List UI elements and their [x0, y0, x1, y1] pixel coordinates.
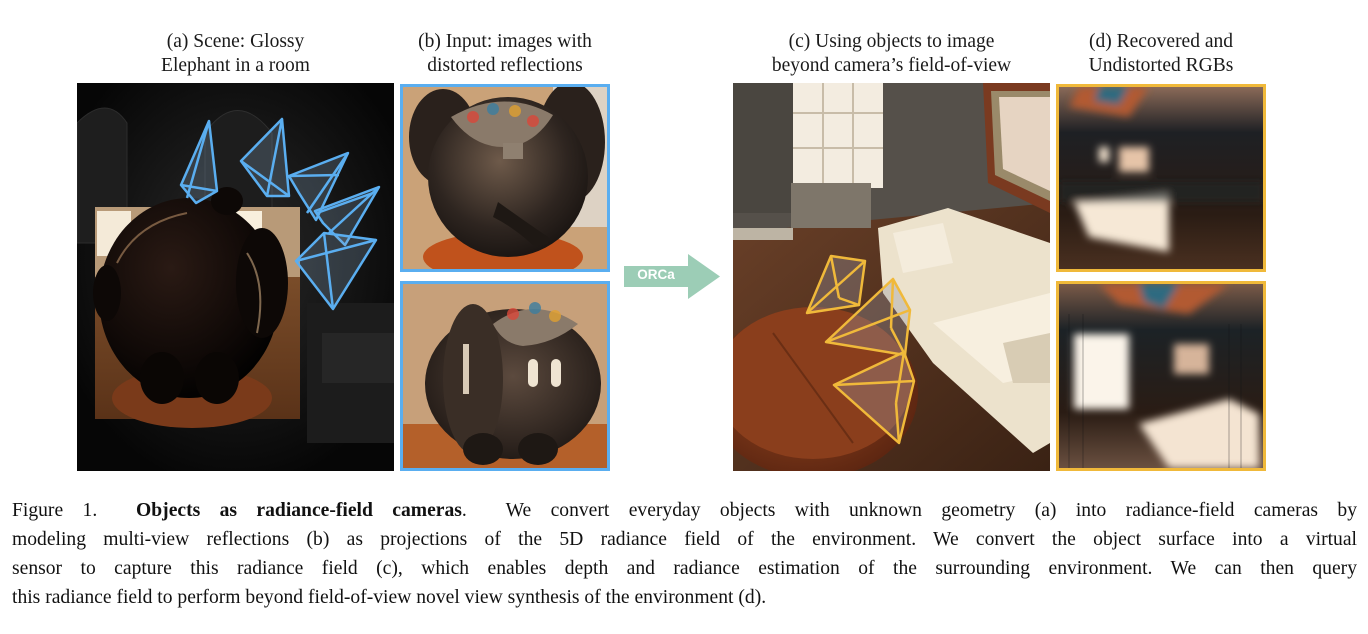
- caption-line-1: Figure 1. Objects as radiance-field came…: [12, 500, 1358, 521]
- room-illustration: [733, 83, 1050, 471]
- caption-figure-label: Figure 1.: [12, 500, 98, 521]
- recovered-rgb-2: [1059, 284, 1263, 468]
- panel-a-scene-image: [77, 83, 394, 471]
- panel-c-title: (c) Using objects to image beyond camera…: [733, 30, 1050, 78]
- caption-line-3: sensor to capture this radiance field (c…: [12, 558, 1357, 579]
- panel-d-title: (d) Recovered and Undistorted RGBs: [1046, 30, 1276, 78]
- reflection-image-2: [403, 284, 607, 468]
- panel-b-title: (b) Input: images with distorted reflect…: [390, 30, 620, 78]
- panel-a-title-line2: Elephant in a room: [161, 55, 310, 76]
- panel-b-input-image-top: [400, 84, 610, 272]
- panel-d-title-line2: Undistorted RGBs: [1088, 55, 1234, 76]
- panel-b-title-line1: (b) Input: images with: [418, 31, 592, 52]
- orca-arrow-label: ORCa: [637, 267, 675, 282]
- figure-caption: Figure 1. Objects as radiance-field came…: [12, 496, 1357, 612]
- panel-d-title-line1: (d) Recovered and: [1088, 31, 1233, 52]
- caption-line-4: this radiance field to perform beyond fi…: [12, 587, 767, 608]
- panel-c-room-image: [733, 83, 1050, 471]
- scene-illustration: [77, 83, 394, 471]
- panel-a-title: (a) Scene: Glossy Elephant in a room: [77, 30, 394, 78]
- camera-frustum-icon: [179, 117, 381, 311]
- panel-b-input-image-bottom: [400, 281, 610, 471]
- caption-text-1: We convert everyday objects with unknown…: [505, 500, 1358, 521]
- panel-d-recovered-image-bottom: [1056, 281, 1266, 471]
- panel-b-title-line2: distorted reflections: [427, 55, 583, 76]
- caption-bold-title: Objects as radiance-field cameras: [136, 500, 462, 521]
- panel-c-title-line2: beyond camera’s field-of-view: [771, 55, 1012, 76]
- caption-line-2: modeling multi-view reflections (b) as p…: [12, 529, 1357, 550]
- camera-frustum-yellow-icon: [805, 254, 916, 445]
- reflection-image-1: [403, 87, 607, 269]
- orca-arrow-icon: [624, 254, 720, 299]
- panel-c-title-line1: (c) Using objects to image: [788, 31, 995, 52]
- panel-d-recovered-image-top: [1056, 84, 1266, 272]
- panel-a-title-line1: (a) Scene: Glossy: [166, 31, 305, 52]
- recovered-rgb-1: [1059, 87, 1263, 269]
